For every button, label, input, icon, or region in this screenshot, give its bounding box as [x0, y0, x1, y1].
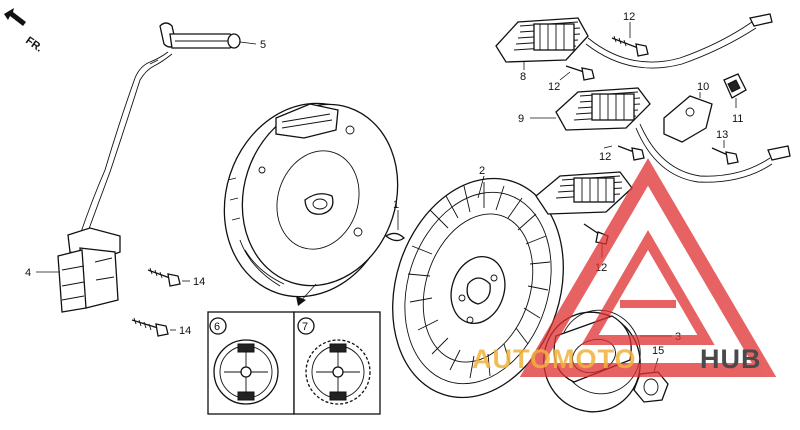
watermark-logo [519, 158, 777, 377]
bolt-12-middle: 12 [548, 65, 595, 93]
callout-5: 5 [260, 39, 266, 51]
callout-7: 7 [302, 321, 308, 333]
watermark-word-left: AUTOMOTO [472, 344, 637, 374]
charge-coil-upper: 8 [495, 17, 589, 83]
bolt-13: 13 [711, 129, 739, 165]
front-direction-indicator: FR. [4, 8, 45, 55]
charge-coil-wires-lower [635, 123, 791, 183]
callout-14-upper: 14 [193, 276, 205, 288]
callout-11: 11 [732, 113, 743, 125]
callout-12-top: 12 [623, 11, 635, 23]
bolt-12-lower: 12 [599, 145, 645, 163]
stator-housing [223, 102, 399, 298]
callout-4: 4 [25, 267, 31, 279]
callout-2: 2 [479, 165, 485, 177]
high-tension-lead [79, 51, 173, 238]
callout-10: 10 [697, 81, 709, 93]
detail-pointer [296, 283, 317, 306]
bolt-14-lower: 14 [131, 317, 191, 337]
callout-15: 15 [652, 345, 664, 357]
exciter-coil [535, 171, 633, 215]
callout-12-middle: 12 [548, 81, 560, 93]
flywheel: 2 [392, 165, 564, 399]
callout-13: 13 [716, 129, 728, 141]
bolt-14-upper: 14 [147, 267, 205, 288]
callout-8: 8 [520, 71, 526, 83]
callout-1: 1 [393, 199, 399, 211]
bolt-12-top: 12 [611, 11, 649, 57]
charge-coil-wires-upper [585, 13, 773, 69]
spark-plug-cap: 5 [159, 22, 266, 51]
charge-coil-lower: 9 [518, 87, 651, 131]
wire-bracket: 10 [663, 81, 713, 143]
detail-box-6: 6 [207, 311, 295, 415]
callout-6: 6 [214, 321, 220, 333]
callout-14-lower: 14 [179, 325, 191, 337]
watermark-text: AUTOMOTO HUB [472, 344, 762, 374]
flange-nut: 15 [633, 345, 669, 403]
watermark-word-right: HUB [700, 344, 762, 374]
callout-12-lower: 12 [599, 151, 611, 163]
detail-box-7: 7 [293, 311, 381, 415]
front-direction-label: FR. [23, 35, 44, 55]
woodruff-key: 1 [384, 199, 405, 242]
grommet: 11 [723, 73, 747, 125]
ignition-coil: 4 [25, 227, 121, 313]
callout-9: 9 [518, 113, 524, 125]
